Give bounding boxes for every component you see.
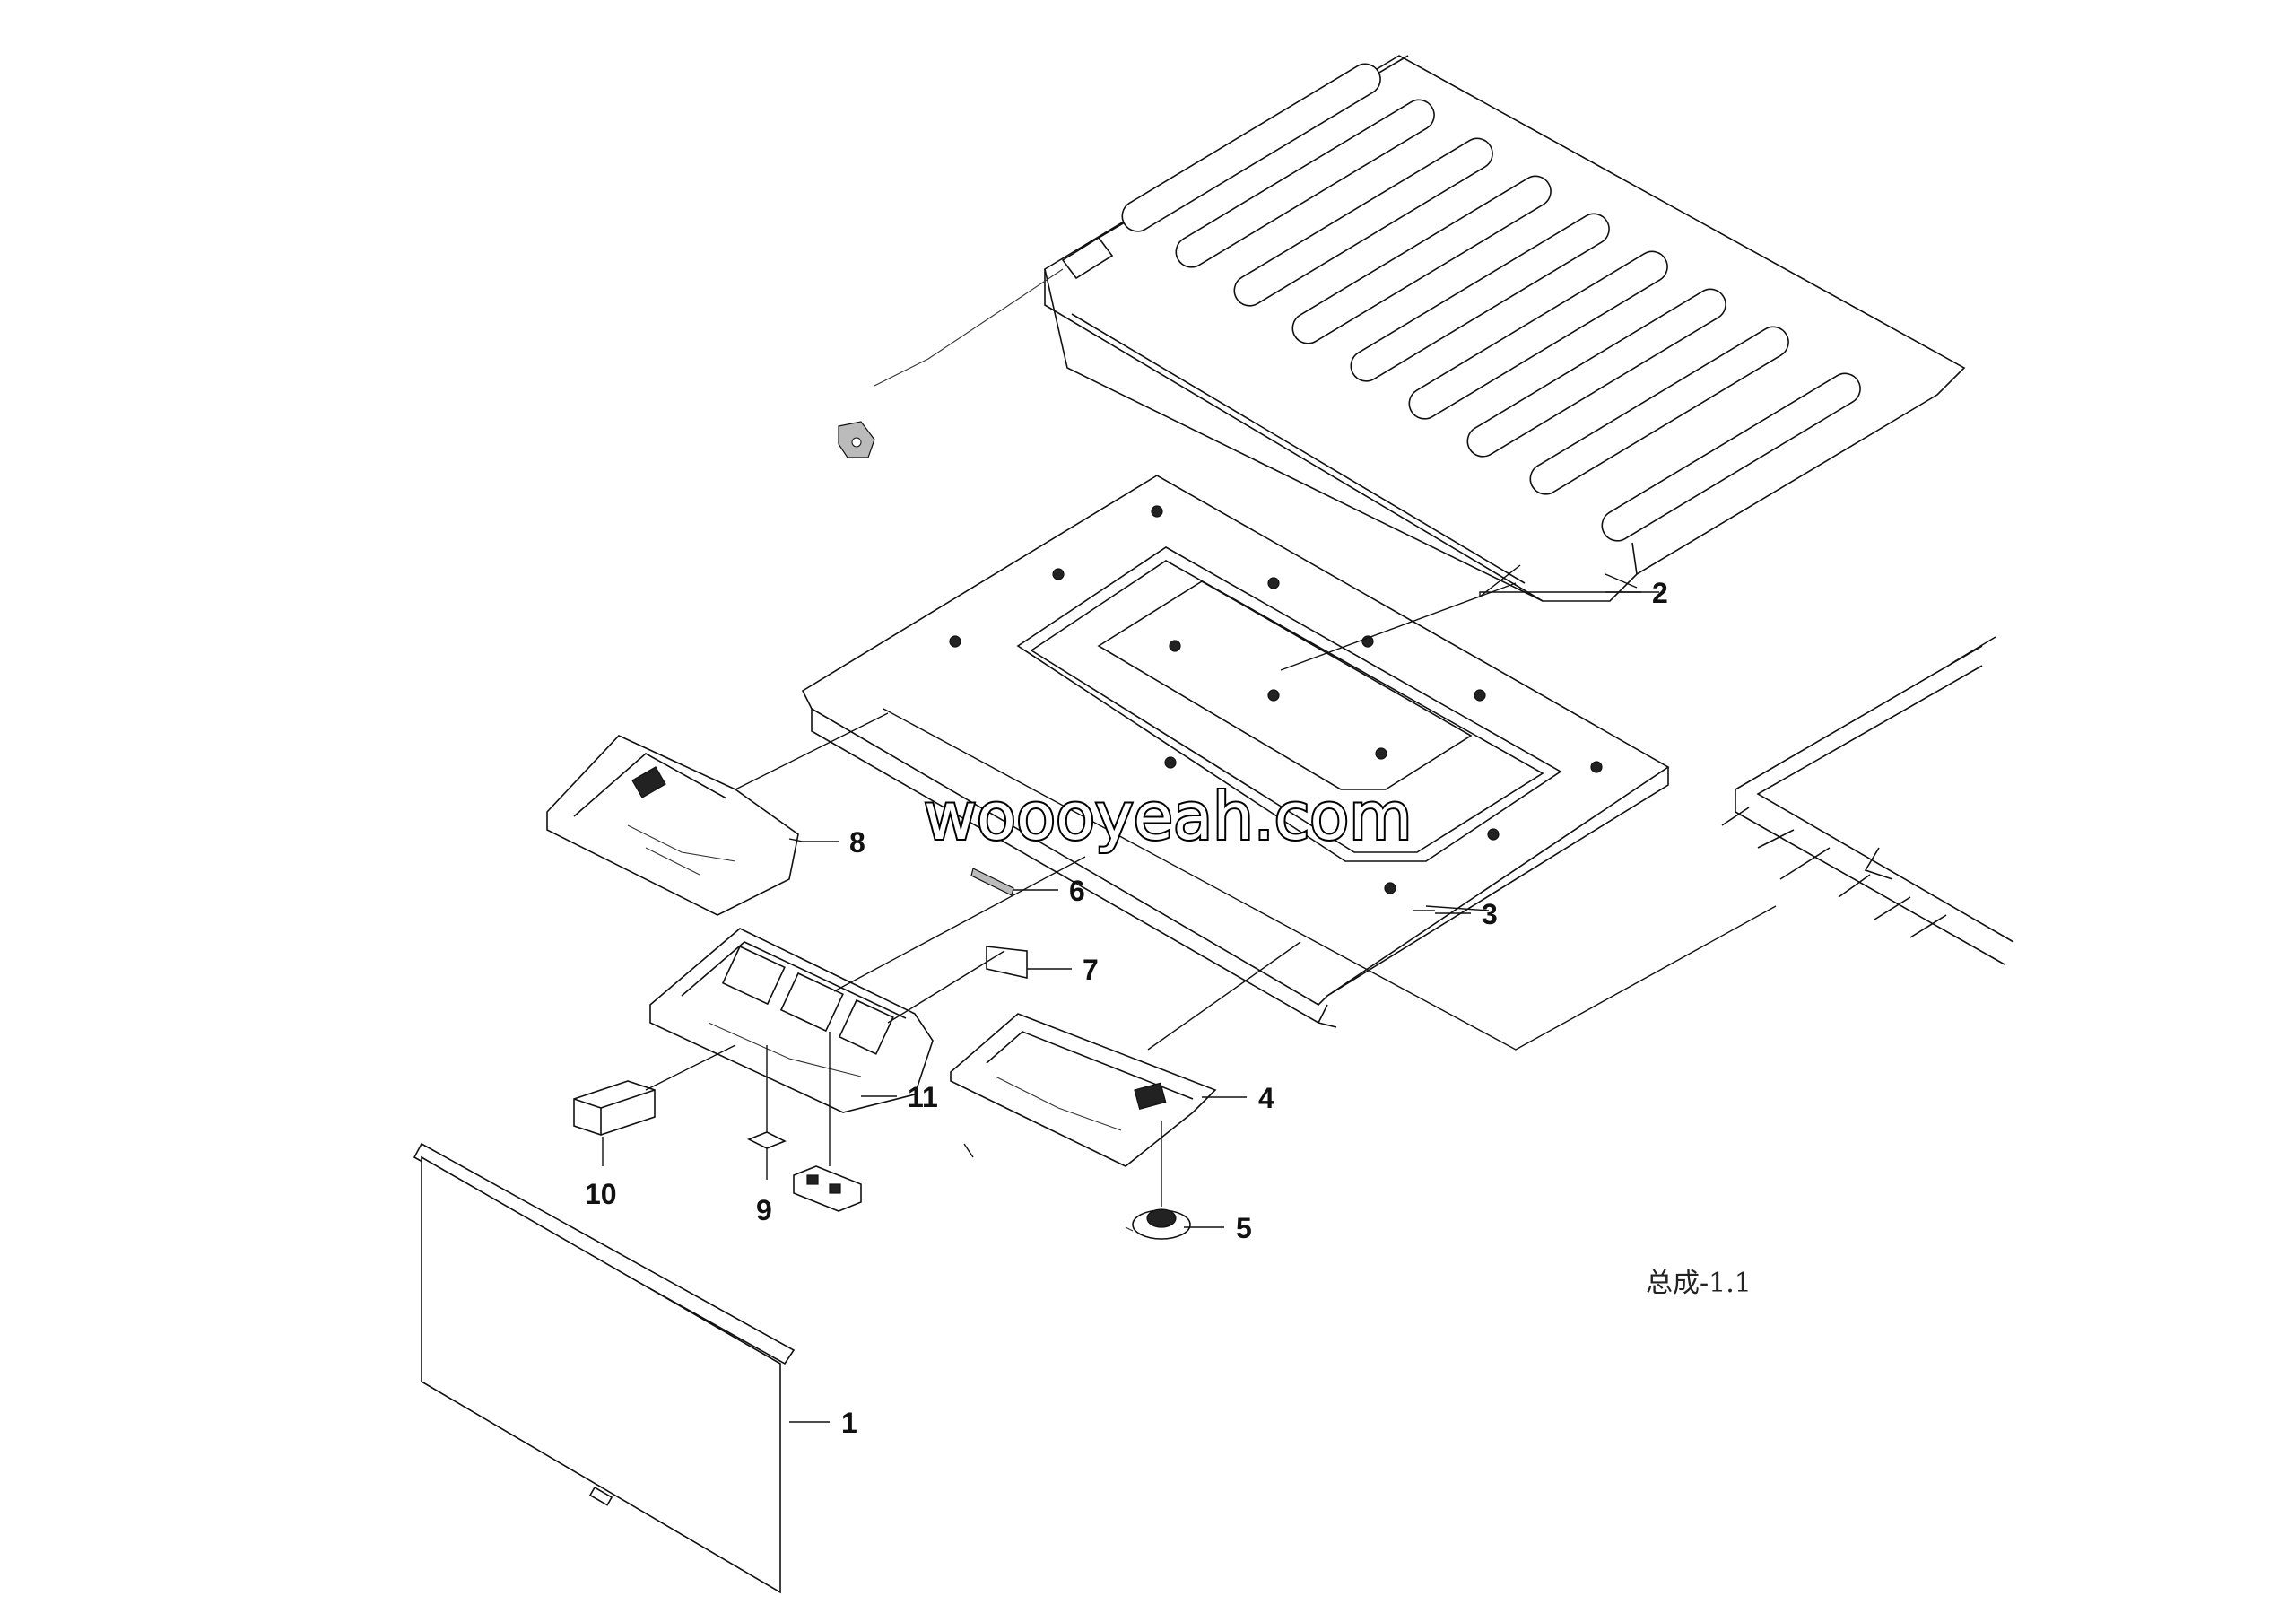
headliner-part-3 <box>801 475 1670 1028</box>
lamp-part-9b <box>793 1165 862 1212</box>
callout-8: 8 <box>849 826 865 859</box>
leader-lines <box>645 564 1777 1207</box>
console-part-8 <box>546 735 799 916</box>
callout-2: 2 <box>1652 577 1668 609</box>
callout-3: 3 <box>1482 898 1498 930</box>
roof-ribs <box>1121 63 1861 542</box>
callout-10: 10 <box>585 1178 617 1210</box>
headliner-fasteners <box>949 505 1603 894</box>
callout-ticks <box>602 591 1641 1423</box>
console-part-11 <box>649 928 934 1113</box>
clip-part-9 <box>747 1131 787 1149</box>
lens-part-6 <box>970 868 1014 896</box>
small-bracket <box>838 421 875 458</box>
roof-panel-part-2 <box>874 55 1966 602</box>
callout-11: 11 <box>908 1081 938 1113</box>
callout-labels: 1 2 3 4 5 6 7 8 9 10 11 <box>585 577 1668 1439</box>
callout-4: 4 <box>1258 1082 1274 1114</box>
sunshade-part-1 <box>413 1142 796 1594</box>
watermark: woooyeah.com <box>924 779 1412 854</box>
module-part-10 <box>573 1080 656 1136</box>
callout-9: 9 <box>756 1194 772 1226</box>
assembly-caption: 总成-1.1 <box>1646 1268 1752 1299</box>
cover-part-7 <box>986 946 1028 979</box>
speaker-part-5 <box>1125 1208 1191 1240</box>
callout-7: 7 <box>1083 954 1099 986</box>
callout-1: 1 <box>841 1407 857 1439</box>
callout-5: 5 <box>1236 1212 1252 1244</box>
frame-structure <box>1721 636 2014 965</box>
callout-6: 6 <box>1069 875 1085 907</box>
console-part-4 <box>950 1013 1217 1167</box>
